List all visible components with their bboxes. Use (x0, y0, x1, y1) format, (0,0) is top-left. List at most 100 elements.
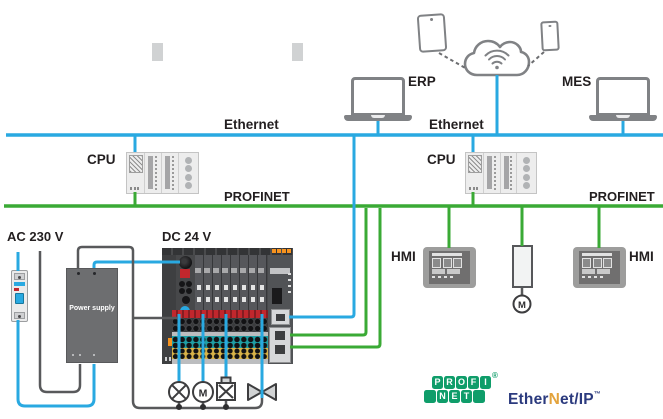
laptop-screen (351, 77, 405, 116)
plc-top-strip (162, 248, 293, 255)
coupler-led (288, 291, 291, 293)
hmi-label-right: HMI (629, 249, 654, 264)
logo-letter-tile: N (437, 390, 448, 403)
circuit-breaker (11, 270, 28, 322)
port-slot (275, 345, 285, 354)
breaker-indicator (14, 288, 19, 291)
logo-letter-tile: O (456, 376, 467, 389)
screw (93, 272, 96, 275)
laptop-base (344, 115, 412, 121)
power-supply-label: Power supply (69, 305, 115, 312)
din-rail-tab-right (292, 43, 303, 61)
cpu-rack-right (465, 152, 537, 194)
plc-orange-block (287, 249, 291, 253)
hmi-panel-right (573, 247, 626, 288)
mini-knob (186, 281, 192, 287)
psu-mark (72, 354, 74, 356)
cpu-rack-left (126, 152, 199, 194)
psu-mark (79, 354, 81, 356)
io-module (145, 153, 162, 193)
hmi-title-bar (432, 253, 462, 256)
ethernet-label-right: Ethernet (429, 117, 484, 132)
registered-mark: ® (492, 371, 498, 380)
coupler-led (288, 273, 291, 275)
module-led-column (172, 156, 174, 190)
terminal-divider (172, 332, 268, 336)
motor-symbol-label: M (199, 388, 208, 400)
phone-cloud-link (527, 51, 545, 67)
cpu-module-dots (130, 187, 139, 190)
cloud-outline (463, 39, 531, 77)
lamp-symbol (168, 381, 190, 403)
logo-letter-tile: F (468, 376, 479, 389)
hmi-block-widgets (432, 269, 467, 274)
yellow-terminal-row (172, 348, 268, 359)
coupler-label-strip (270, 268, 290, 274)
connector-module (179, 153, 198, 193)
laptop-base (589, 115, 657, 121)
module-bar (165, 156, 170, 189)
hmi-screen (429, 251, 470, 284)
mini-knob (179, 288, 185, 294)
dc-supply-label: DC 24 V (162, 229, 212, 244)
mini-knob (186, 288, 192, 294)
din-rail-tab-left (152, 43, 163, 61)
profinet-label-right: PROFINET (589, 189, 655, 204)
hmi-block-widgets (582, 269, 617, 274)
eip-gold-n: N (548, 391, 561, 408)
tablet-cloud-link (438, 52, 468, 70)
eip-text-prefix: Ether (508, 391, 549, 408)
logo-letter-tile: T (461, 390, 472, 403)
mini-knob (179, 281, 185, 287)
plc-bus-coupler (268, 255, 293, 364)
connector-module (517, 153, 536, 193)
plc-io-modules (195, 255, 267, 317)
ac-supply-label: AC 230 V (7, 229, 64, 244)
plc-orange-block (272, 249, 276, 253)
breaker-label (14, 282, 25, 286)
hmi-label-left: HMI (391, 249, 416, 264)
module-led-column (493, 156, 496, 190)
cpu-module (127, 153, 145, 193)
eip-text-suffix: et/IP (560, 391, 594, 408)
profinet-label-left: PROFINET (224, 189, 290, 204)
solenoid-valve-symbol (216, 376, 236, 401)
logo-bar (424, 390, 436, 403)
dc-supply-wire (92, 260, 180, 268)
plc-profinet-drop-1 (290, 208, 368, 337)
motor-symbol: M (192, 381, 214, 403)
wireless-dashed-links (438, 51, 545, 70)
logo-bar (473, 390, 485, 403)
plc-terminal-blocks (172, 310, 268, 364)
module-led-column (510, 156, 513, 190)
module-button-row (195, 297, 267, 302)
coupler-led (288, 285, 291, 287)
screw (77, 272, 80, 275)
erp-label: ERP (408, 74, 436, 89)
cpu-label-right: CPU (427, 152, 456, 167)
module-led-column (155, 156, 157, 190)
red-connector (180, 269, 190, 278)
module-bar (486, 156, 492, 189)
ethernet-label-left: Ethernet (224, 117, 279, 132)
drive-motor-symbol: M (512, 294, 532, 314)
logo-letter-tile: E (449, 390, 460, 403)
ac-wire-bottom (16, 320, 96, 408)
cloud-icon (463, 39, 531, 77)
cpu-module-dots (469, 187, 478, 190)
red-terminal-row (172, 310, 268, 318)
logo-letter-tile: R (444, 376, 455, 389)
ethernet-ip-logo: EtherNet/IP™ (508, 391, 601, 409)
module-bar (148, 156, 153, 189)
plc-orange-block (277, 249, 281, 253)
ground-rail-wire (76, 245, 264, 410)
psu-mark (93, 354, 95, 356)
breaker-terminal-top (14, 273, 25, 280)
profinet-port-block (269, 327, 291, 363)
trademark-mark: ™ (593, 391, 601, 398)
hmi-buttons (432, 276, 467, 278)
port-slot (275, 331, 285, 340)
